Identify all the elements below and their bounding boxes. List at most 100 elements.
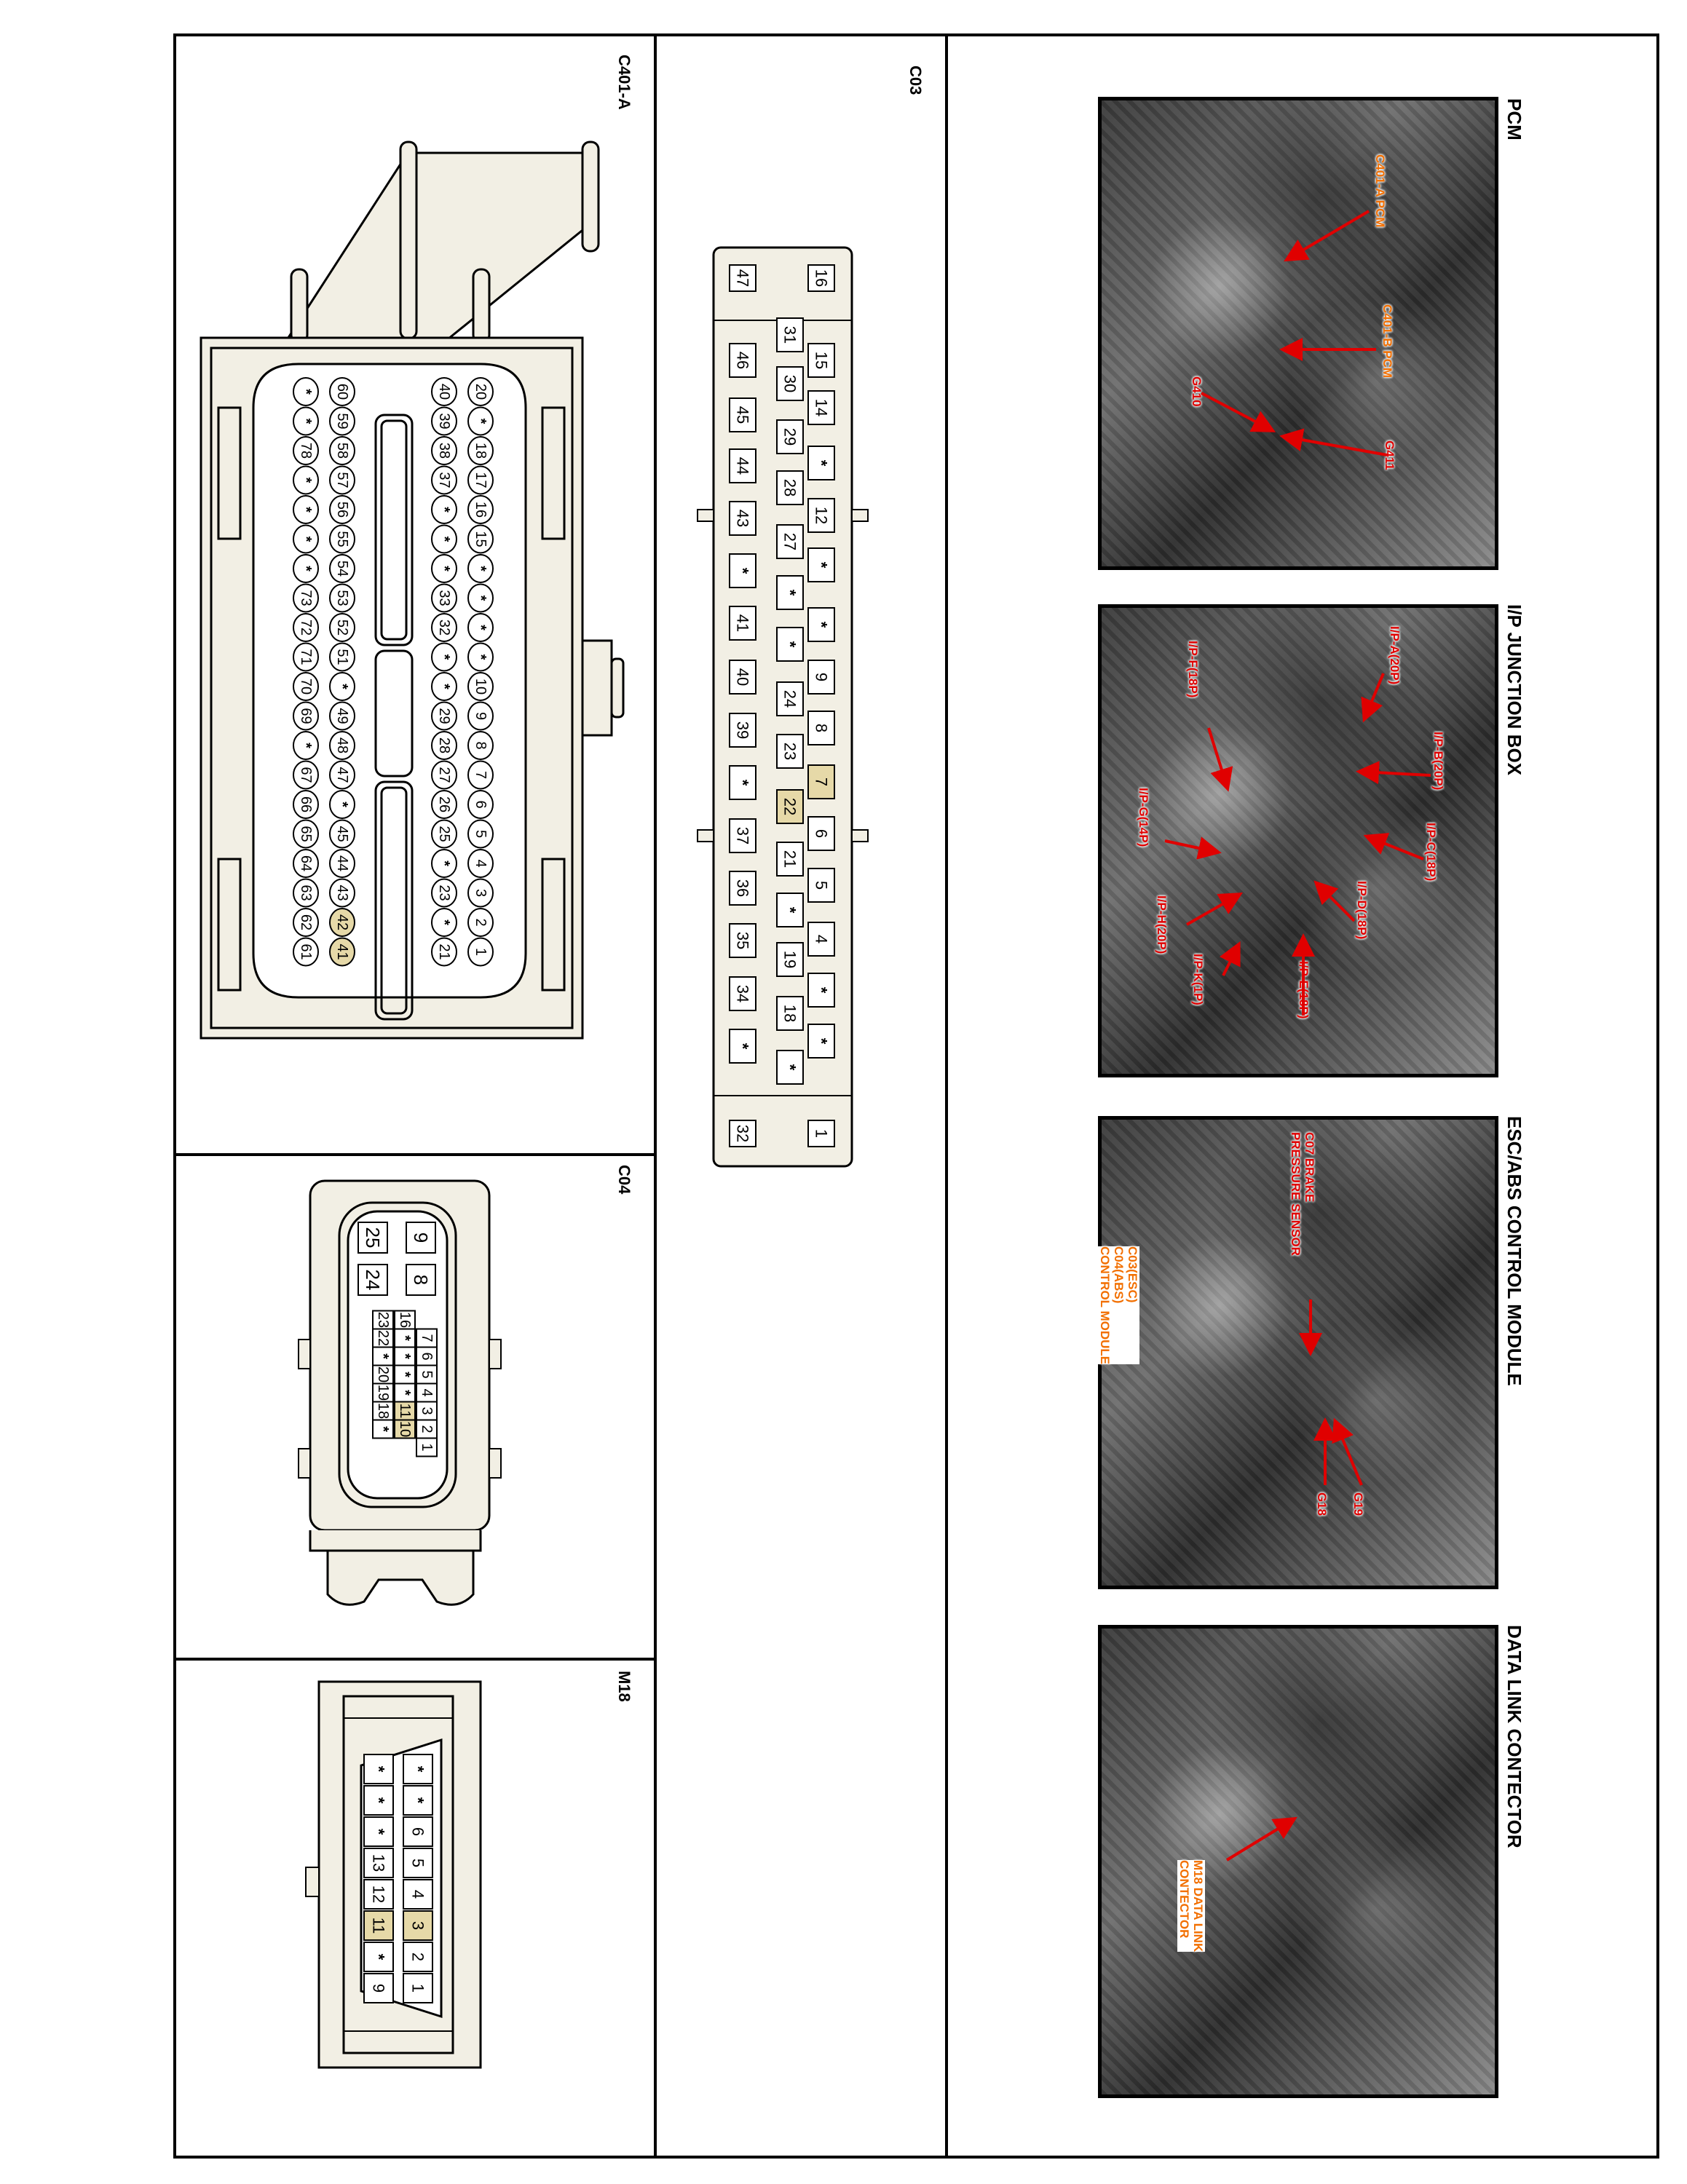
c401a-pin-r2-2: 58 <box>329 436 355 465</box>
connector-c03: 161514*12**987654**13130292827**24232221… <box>697 246 869 1168</box>
c401a-pin-r2-9-outline <box>329 642 355 672</box>
m18-pin-r1-1: * <box>363 1785 394 1816</box>
c03-pin-row-c-8: 39 <box>729 713 756 748</box>
c401a-pin-r2-18-label: 42 <box>334 914 350 930</box>
c401a-pin-r1-13-outline <box>431 760 457 790</box>
c401a-hood-rib-3 <box>290 268 309 344</box>
c401a-pin-r1-8-outline <box>431 613 457 642</box>
m18-pin-r1-4-label: 12 <box>370 1886 388 1903</box>
c03-pin-row-c-0: 47 <box>729 264 756 292</box>
c03-latch-3 <box>697 829 714 842</box>
c03-pin-row-c-10-outline <box>729 818 756 853</box>
c04-pin-r2-6-outline <box>372 1419 394 1439</box>
c401a-pin-r1-19: 21 <box>431 937 457 967</box>
c03-pin-row-c-1: 46 <box>729 343 756 378</box>
c401a-pin-r3-3-label: * <box>298 478 314 483</box>
c03-pin-row-c-11-label: 36 <box>734 879 752 897</box>
c401a-pin-r2-14-label: * <box>334 802 350 807</box>
c03-latch-1 <box>851 829 869 842</box>
c401a-pin-r3-4-outline <box>293 495 319 524</box>
c401a-pin-r2-10: * <box>329 672 355 701</box>
c401a-pin-r3-8-label: 72 <box>298 620 314 636</box>
connector-c401-a: 20*18171615****1098765432140393837***333… <box>199 141 625 1040</box>
c04-pin-r0-7-outline <box>416 1437 438 1457</box>
c03-pin-row-b-3: 28 <box>776 470 804 505</box>
c401a-pin-r1-17-outline <box>431 878 457 908</box>
c03-pin-row-a-12-outline <box>807 922 835 957</box>
c401a-pin-r3-10-label: 70 <box>298 678 314 695</box>
c401a-pin-r0-14-outline <box>467 790 494 819</box>
c401a-pin-r3-1-label: * <box>298 419 314 424</box>
c401a-pin-r0-4-outline <box>467 495 494 524</box>
c03-pin-row-c-4: 43 <box>729 501 756 536</box>
c401a-pin-r1-2-outline <box>431 436 457 465</box>
c03-pin-row-c-7: 40 <box>729 660 756 695</box>
c401a-pin-r0-16-label: 4 <box>473 859 489 867</box>
c401a-pin-r1-5-label: * <box>436 537 452 542</box>
c03-pin-row-a-5-outline <box>807 547 835 582</box>
c04-pin-r0-2-label: 6 <box>419 1352 435 1360</box>
c03-pin-row-c-9-label: * <box>734 780 752 786</box>
c401a-pin-r0-14-label: 6 <box>473 800 489 808</box>
m18-inner-outline <box>342 1695 454 2054</box>
c401a-pin-r2-0-label: 60 <box>334 384 350 400</box>
c03-pin-row-a-16: 1 <box>807 1120 835 1147</box>
callout-g411: G411 <box>1383 440 1396 470</box>
c04-pin-r2-3: 20 <box>372 1364 394 1385</box>
c03-pin-row-a-11-label: 5 <box>813 881 831 890</box>
c401a-pin-r2-14: * <box>329 790 355 819</box>
sheet-frame <box>173 33 1659 2159</box>
c03-pin-row-b-0: 31 <box>776 317 804 352</box>
c03-pin-row-a-2-outline <box>807 390 835 425</box>
c03-pin-row-c-1-outline <box>729 343 756 378</box>
c401a-pin-r3-9-outline <box>293 642 319 672</box>
m18-pin-r1-5: 11 <box>363 1910 394 1941</box>
c401a-pin-r2-19: 41 <box>329 937 355 967</box>
m18-pin-r1-7-outline <box>363 1973 394 2003</box>
c03-pin-row-c-5-outline <box>729 553 756 588</box>
callout-ip-k: I/P-K(1P) <box>1191 954 1205 1005</box>
c401a-pin-r3-13-label: 67 <box>298 767 314 783</box>
c401a-pin-r3-18-label: 62 <box>298 914 314 930</box>
c04-pin-r2-3-outline <box>372 1364 394 1385</box>
c03-pin-row-c-5-label: * <box>734 568 752 574</box>
c401a-pin-r3-5-outline <box>293 524 319 554</box>
c401a-pin-r3-4-label: * <box>298 507 314 513</box>
c401a-pin-r1-5: * <box>431 524 457 554</box>
c401a-pin-r1-4: * <box>431 495 457 524</box>
c03-pin-row-c-2-outline <box>729 397 756 432</box>
callout-ip-a: I/P-A(20P) <box>1388 626 1402 685</box>
c401a-pin-r1-8: 32 <box>431 613 457 642</box>
c401a-pin-r0-18-outline <box>467 908 494 937</box>
c04-pin-r0-2-outline <box>416 1346 438 1366</box>
c03-pin-row-a-0-label: 16 <box>813 269 831 287</box>
m18-pin-r0-1-outline <box>403 1785 433 1816</box>
c401a-pin-r3-14-outline <box>293 790 319 819</box>
callout-ip-c: I/P-C(18P) <box>1424 823 1438 882</box>
c401a-pin-r1-15-label: 25 <box>436 826 452 842</box>
c04-pin-r0-5: 3 <box>416 1401 438 1421</box>
c03-pin-row-b-7-outline <box>776 681 804 716</box>
c401a-pin-r2-4-label: 56 <box>334 502 350 518</box>
c401a-pin-r0-15-label: 5 <box>473 830 489 838</box>
c401a-rib-left-1 <box>217 406 242 540</box>
c401a-pin-r2-15: 45 <box>329 819 355 849</box>
c03-pin-row-a-7-label: 9 <box>813 673 831 681</box>
c04-pin-r2-4-outline <box>372 1382 394 1403</box>
c401a-pin-r3-12: * <box>293 731 319 760</box>
c03-pin-row-a-6-label: * <box>813 622 831 628</box>
c04-pin-r0-3: 5 <box>416 1364 438 1385</box>
c03-pin-row-c-0-label: 47 <box>734 269 752 287</box>
c04-pin-r1-4: * <box>394 1382 416 1403</box>
c03-pin-row-a-8-label: 8 <box>813 724 831 732</box>
c04-pin-r2-6-label: * <box>375 1426 391 1432</box>
callout-c03-c04-control-module: C03(ESC) C04(ABS) CONTROL MODULE <box>1098 1246 1139 1365</box>
c401a-pin-r1-1-outline <box>431 406 457 436</box>
c401a-pin-r2-19-label: 41 <box>334 943 350 960</box>
c401a-pin-r1-0-outline <box>431 377 457 406</box>
c03-pin-row-b-6-label: * <box>781 641 799 648</box>
c03-pin-row-a-8-outline <box>807 711 835 745</box>
c03-pin-row-b-1: 30 <box>776 366 804 401</box>
